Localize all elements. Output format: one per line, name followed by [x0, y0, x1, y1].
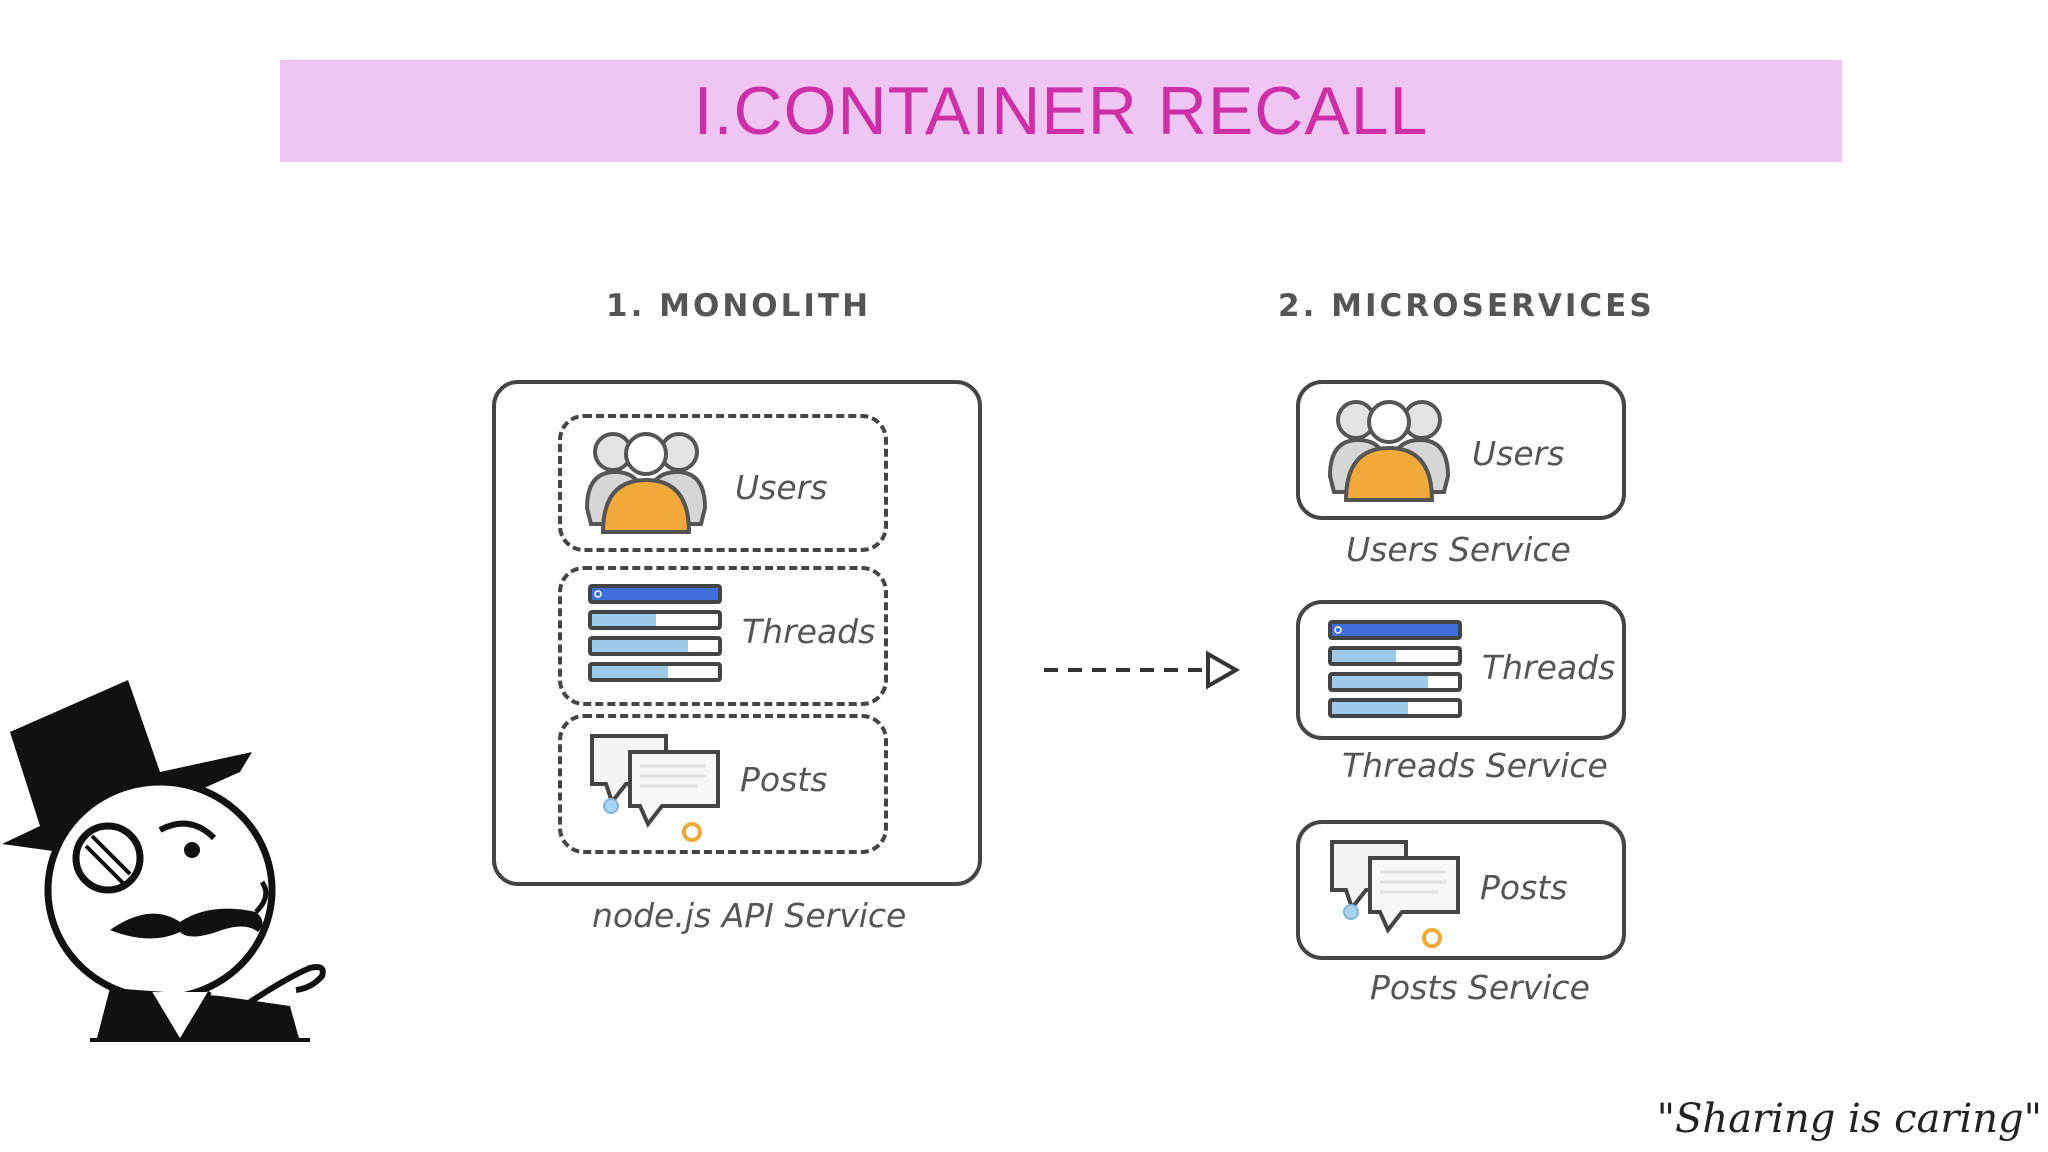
monolith-module-threads — [558, 566, 888, 706]
users-group-icon — [1328, 400, 1450, 502]
threads-list-icon — [1328, 620, 1462, 718]
monolith-module-posts — [558, 714, 888, 854]
monolith-threads-label: Threads — [742, 612, 876, 651]
sharing-quote: "Sharing is caring" — [1656, 1096, 2042, 1142]
threads-list-icon — [588, 584, 722, 682]
monolith-posts-label: Posts — [740, 760, 828, 799]
threads-service-caption: Threads Service — [1342, 746, 1608, 785]
users-group-icon — [585, 432, 707, 534]
dashed-arrow-icon — [1044, 650, 1241, 690]
posts-chat-icon — [590, 734, 720, 842]
posts-service-label: Posts — [1480, 868, 1568, 907]
posts-service-caption: Posts Service — [1370, 968, 1590, 1007]
microservices-heading: 2. MICROSERVICES — [1278, 288, 1655, 324]
users-service-label: Users — [1472, 434, 1565, 473]
posts-chat-icon — [1330, 840, 1460, 948]
monolith-heading: 1. MONOLITH — [606, 288, 872, 324]
monolith-container — [492, 380, 982, 886]
monolith-users-label: Users — [735, 468, 828, 507]
threads-service-label: Threads — [1482, 648, 1616, 687]
monolith-caption: node.js API Service — [592, 896, 907, 935]
users-service-caption: Users Service — [1346, 530, 1571, 569]
monolith-module-users — [558, 414, 888, 552]
slide-title: I.CONTAINER RECALL — [693, 73, 1429, 149]
title-banner: I.CONTAINER RECALL — [280, 60, 1842, 162]
gentleman-meme-icon — [2, 680, 326, 1042]
